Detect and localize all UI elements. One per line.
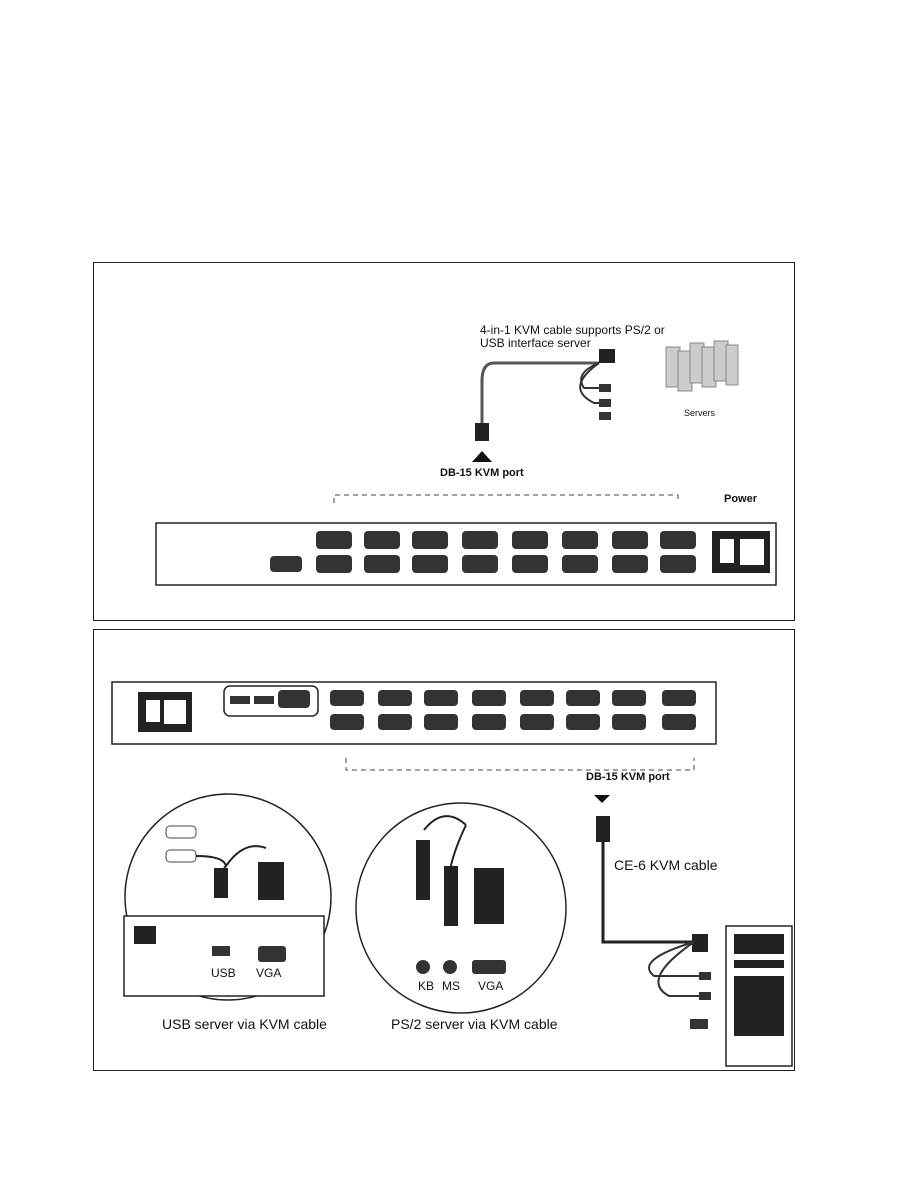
server-vga-port-icon bbox=[258, 946, 286, 962]
db15-port-icon bbox=[520, 690, 554, 706]
db15-port-icon bbox=[316, 531, 352, 549]
ps2-ms-plug-icon bbox=[599, 399, 611, 407]
console-port-group bbox=[223, 685, 319, 717]
db15-port-icon bbox=[612, 690, 646, 706]
db15-port-icon bbox=[462, 531, 498, 549]
usb-plug-icon-circle bbox=[214, 868, 228, 898]
vga-plug-icon-circle bbox=[258, 862, 284, 900]
vga-console-port-icon bbox=[270, 556, 302, 572]
bottom-diagram-graphics bbox=[111, 681, 793, 1067]
kvm-port-array-bottom bbox=[330, 690, 696, 730]
usb-plug-outline-icon-2 bbox=[165, 849, 197, 863]
vga-label-usb: VGA bbox=[256, 966, 282, 980]
db15-port-icon bbox=[660, 531, 696, 549]
port-range-bracket bbox=[333, 494, 679, 503]
db15-port-icon bbox=[512, 555, 548, 573]
db15-port-icon bbox=[566, 714, 600, 730]
ps2-kb-plug-icon-circle bbox=[416, 840, 430, 900]
kb-label: KB bbox=[418, 979, 435, 993]
arrow-down-icon bbox=[594, 795, 610, 803]
db15-port-icon bbox=[660, 555, 696, 573]
db15-port-icon bbox=[364, 531, 400, 549]
ps2-caption: PS/2 server via KVM cable bbox=[391, 1016, 558, 1032]
db15-port-icon bbox=[562, 531, 598, 549]
cable-label-line1: 4-in-1 KVM cable supports PS/2 or bbox=[480, 323, 665, 337]
db15-port-icon bbox=[612, 531, 648, 549]
ps2-server-circle bbox=[355, 802, 567, 1014]
db15-port-icon bbox=[520, 714, 554, 730]
kvm-port-array bbox=[316, 531, 696, 573]
ps2-ms-plug-icon-circle bbox=[444, 866, 458, 926]
db15-port-icon bbox=[472, 714, 506, 730]
db15-port-icon bbox=[662, 690, 696, 706]
db15-port-icon bbox=[330, 714, 364, 730]
usb-label: USB bbox=[211, 966, 236, 980]
db15-port-icon bbox=[472, 690, 506, 706]
usb-plug-outline-icon bbox=[165, 825, 197, 839]
ce6-cable-line bbox=[601, 842, 694, 944]
db15-port-icon bbox=[512, 531, 548, 549]
usb-port-icon bbox=[230, 696, 250, 704]
usb-port-icon-2 bbox=[254, 696, 274, 704]
usb-caption: USB server via KVM cable bbox=[162, 1016, 327, 1032]
ps2-plug-icon-2 bbox=[699, 992, 711, 1000]
db15-port-icon bbox=[462, 555, 498, 573]
servers-icon bbox=[665, 340, 739, 392]
power-label: Power bbox=[724, 493, 758, 505]
db15-port-icon bbox=[316, 555, 352, 573]
vga-connector-icon-bottom bbox=[692, 934, 708, 952]
vga-port-icon-circle bbox=[472, 960, 506, 974]
kb-port-icon bbox=[416, 960, 430, 974]
db15-plug-icon bbox=[475, 423, 489, 441]
kvm-cable-line bbox=[480, 361, 599, 431]
db15-port-icon bbox=[424, 690, 458, 706]
port-label-bottom: DB-15 KVM port bbox=[586, 771, 670, 783]
db15-port-icon bbox=[566, 690, 600, 706]
db15-port-icon bbox=[612, 714, 646, 730]
db15-port-icon bbox=[612, 555, 648, 573]
port-range-bracket-bottom bbox=[345, 758, 695, 771]
port-label-top: DB-15 KVM port bbox=[440, 467, 524, 479]
rear-panel-diagram-bottom: DB-15 KVM port CE-6 KVM cable USB VGA US… bbox=[93, 629, 795, 1071]
arrow-up-icon bbox=[472, 451, 492, 462]
servers-label: Servers bbox=[684, 408, 716, 418]
db15-port-icon bbox=[662, 714, 696, 730]
vga-plug-icon-circle-2 bbox=[474, 868, 504, 924]
vga-label-ps2: VGA bbox=[478, 979, 504, 993]
ms-label: MS bbox=[442, 979, 460, 993]
db15-plug-icon-bottom bbox=[596, 816, 610, 842]
db15-port-icon bbox=[364, 555, 400, 573]
ps2-kb-plug-icon bbox=[599, 384, 611, 392]
db15-port-icon bbox=[562, 555, 598, 573]
cable-label-line2: USB interface server bbox=[480, 336, 591, 350]
usb-server-circle bbox=[123, 793, 332, 1001]
usb-plug-icon-bottom bbox=[690, 1019, 708, 1029]
ps2-plug-icon-1 bbox=[699, 972, 711, 980]
server-usb-port-icon bbox=[212, 946, 230, 956]
db15-port-icon bbox=[424, 714, 458, 730]
db15-port-icon bbox=[412, 555, 448, 573]
usb-plug-icon bbox=[599, 412, 611, 420]
ce6-cable-label: CE-6 KVM cable bbox=[614, 857, 718, 873]
db15-port-icon bbox=[378, 690, 412, 706]
vga-connector-icon bbox=[599, 349, 615, 363]
db15-port-icon bbox=[412, 531, 448, 549]
vga-port-icon bbox=[278, 690, 310, 708]
pc-tower-icon bbox=[725, 925, 793, 1067]
top-diagram-graphics bbox=[155, 340, 777, 586]
db15-port-icon bbox=[378, 714, 412, 730]
rear-panel-diagram-top: 4-in-1 KVM cable supports PS/2 or USB in… bbox=[93, 262, 795, 621]
ms-port-icon bbox=[443, 960, 457, 974]
db15-port-icon bbox=[330, 690, 364, 706]
